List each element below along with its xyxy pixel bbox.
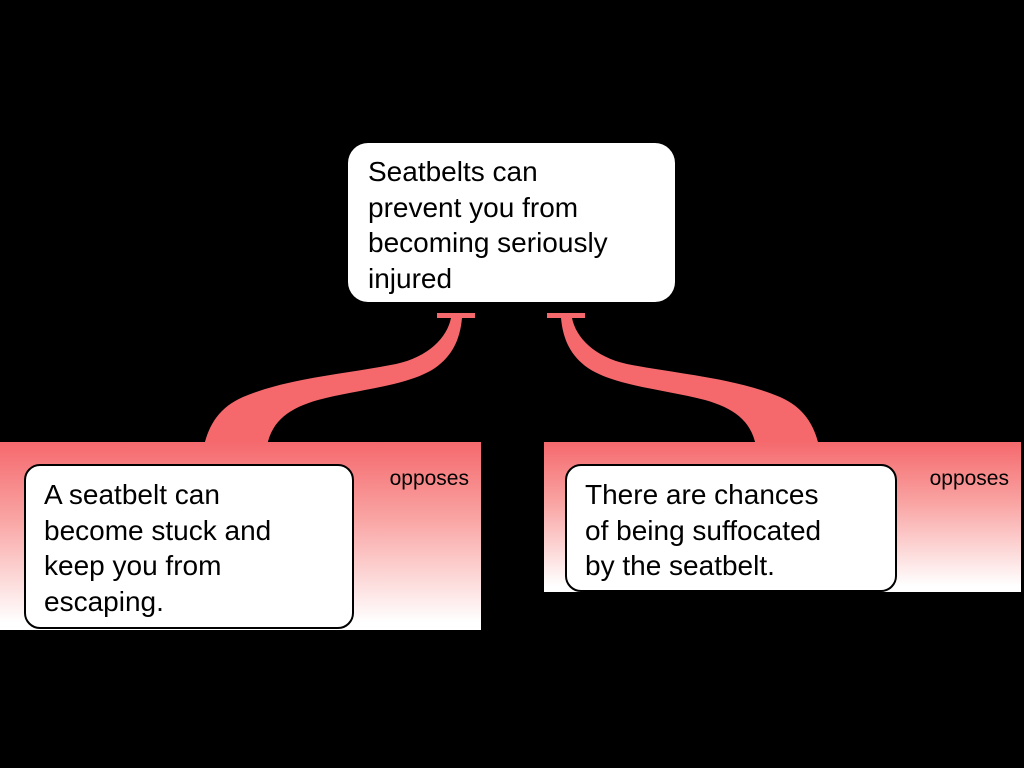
relation-label-opposes-left: opposes <box>389 467 469 490</box>
objection-right-text-line: There are chances <box>585 479 819 510</box>
main-claim-text-line: prevent you from <box>368 191 579 223</box>
opposes-ribbon-left <box>204 318 462 446</box>
main-claim-text-line: Seatbelts can <box>368 156 538 187</box>
objection-left-text-line: escaping. <box>44 585 164 617</box>
objection-left-text-line: keep you from <box>44 550 222 581</box>
objection-node-right[interactable]: There are chances of being suffocated by… <box>565 464 897 592</box>
opposes-ribbon-right <box>561 318 819 446</box>
objection-node-left[interactable]: A seatbelt can become stuck and keep you… <box>24 464 354 629</box>
main-claim-text-line: injured <box>368 262 453 294</box>
objection-right-text-line: by the seatbelt. <box>585 550 775 581</box>
objection-left-text-line: become stuck and <box>44 514 272 546</box>
main-claim-node[interactable]: Seatbelts can prevent you from becoming … <box>348 143 675 302</box>
opposes-anchor-bar-right <box>547 313 585 318</box>
main-claim-text-line: becoming seriously <box>368 227 608 258</box>
relation-label-opposes-right: opposes <box>929 467 1009 490</box>
objection-right-text-line: of being suffocated <box>585 514 822 546</box>
objection-left-text-line: A seatbelt can <box>44 479 220 510</box>
opposes-anchor-bar-left <box>437 313 475 318</box>
